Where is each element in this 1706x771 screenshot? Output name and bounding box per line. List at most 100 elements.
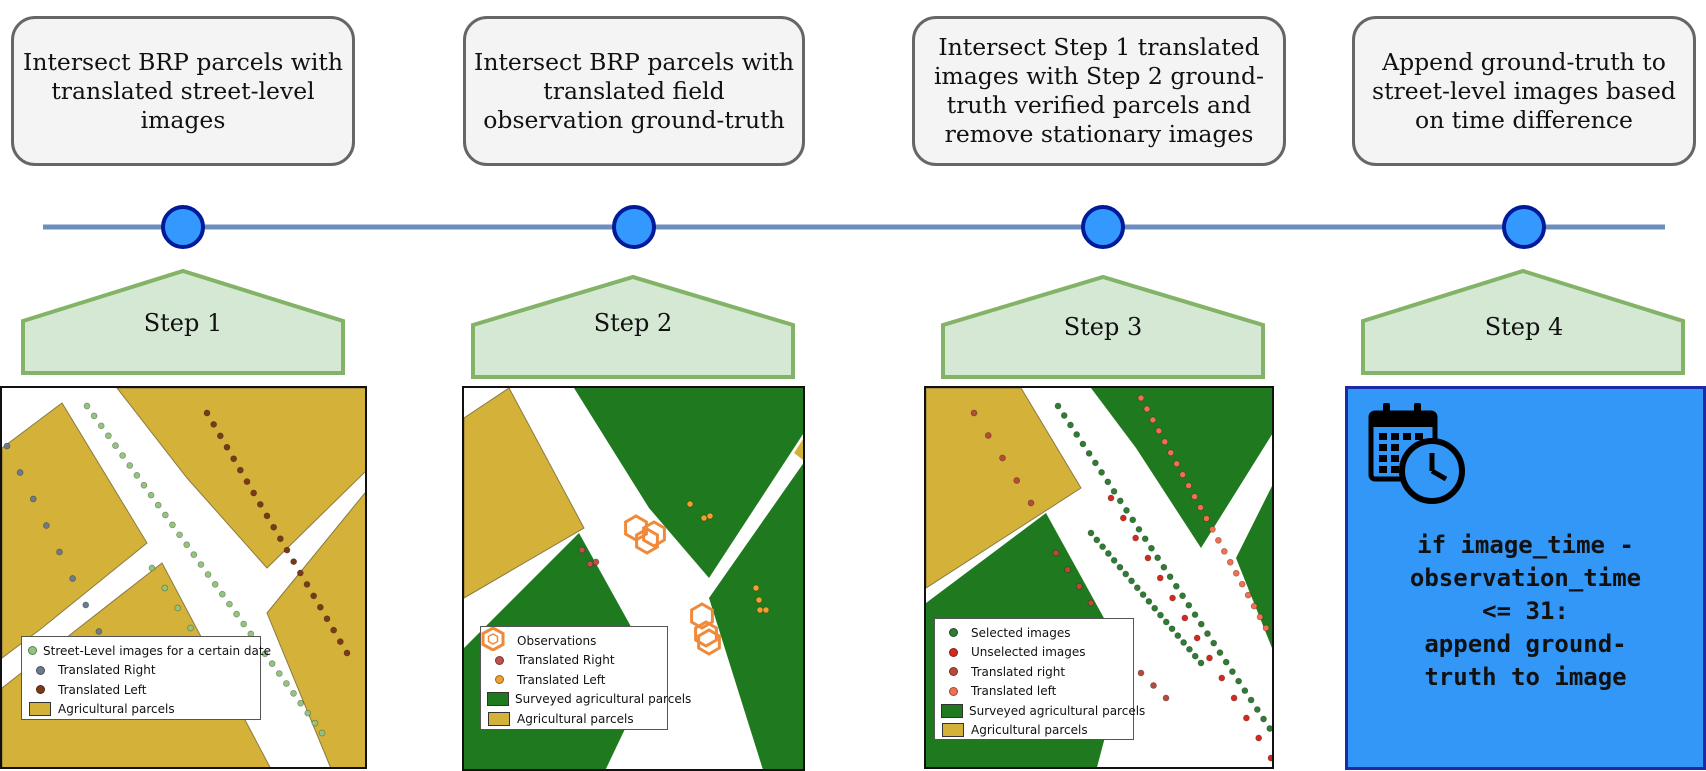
map-point: [240, 620, 248, 628]
map-point: [1098, 469, 1105, 476]
step-3-label: Step 3: [1063, 313, 1143, 341]
map-point: [82, 601, 90, 609]
timeline: [21, 205, 1685, 379]
map-point: [154, 501, 162, 509]
legend-symbol: [28, 685, 52, 695]
map-point: [283, 546, 291, 554]
map-point: [261, 650, 269, 658]
map-point: [1119, 514, 1127, 522]
map-point: [1110, 488, 1118, 495]
map-point: [95, 628, 103, 635]
map-point: [83, 402, 91, 410]
map-point: [1093, 536, 1101, 544]
observation-marker: [697, 628, 721, 656]
map-point: [762, 606, 770, 614]
legend-label: Selected images: [971, 625, 1071, 640]
map-point: [56, 548, 63, 556]
map-point: [1229, 668, 1236, 675]
legend-symbol: [28, 702, 52, 717]
map-point: [1216, 649, 1224, 656]
map-point: [290, 558, 298, 565]
map-point: [1193, 634, 1201, 642]
map-point: [1197, 659, 1205, 667]
map-point: [1027, 499, 1035, 507]
map-point: [112, 442, 119, 449]
map-point: [1255, 734, 1263, 742]
legend-label: Street-Level images for a certain date: [43, 643, 271, 658]
map-point: [1135, 525, 1143, 533]
map-point: [230, 455, 238, 463]
map-point: [126, 462, 134, 469]
map-point: [1052, 549, 1060, 557]
map-point: [1133, 584, 1141, 592]
map-point: [147, 491, 155, 499]
map-point: [256, 501, 264, 508]
map-point: [1137, 669, 1145, 677]
map-point: [1238, 580, 1246, 588]
map-point: [1143, 405, 1151, 413]
legend-symbol: [941, 647, 965, 657]
map-point: [1060, 412, 1068, 419]
map-point: [1218, 674, 1226, 682]
map-point: [1247, 696, 1255, 704]
legend-label: Unselected images: [971, 645, 1086, 660]
map-point: [586, 560, 594, 568]
map-point: [176, 531, 183, 539]
legend-item: Observations: [481, 627, 661, 651]
map-point: [290, 690, 297, 697]
map-point: [755, 596, 763, 604]
map-point: [43, 522, 50, 529]
map-point: [311, 719, 319, 727]
map-point: [1250, 602, 1258, 610]
step-4-label: Step 4: [1484, 313, 1564, 341]
map-point: [1209, 526, 1216, 533]
map-point: [1099, 543, 1106, 551]
map-point: [1144, 554, 1152, 562]
map-point: [1179, 471, 1187, 479]
map-point: [1168, 625, 1176, 633]
map-point: [1141, 535, 1149, 543]
map-point: [1157, 611, 1164, 619]
legend-label: Agricultural parcels: [517, 711, 634, 726]
map-point: [1180, 639, 1187, 646]
legend-item: Surveyed agricultural parcels: [487, 690, 691, 710]
map-point: [218, 590, 226, 598]
map-point: [1107, 494, 1115, 502]
map-point: [1064, 566, 1072, 574]
map-point: [1013, 477, 1021, 484]
map-point: [1215, 537, 1222, 544]
map-point: [303, 581, 311, 588]
map-point: [1197, 620, 1205, 628]
map-point: [1067, 421, 1074, 429]
map-point: [1166, 573, 1174, 581]
map-point: [1185, 482, 1192, 489]
timeline-node-2: [612, 205, 656, 249]
map-point: [310, 592, 318, 600]
map-point: [133, 472, 141, 479]
map-point: [700, 514, 708, 522]
map-point: [1129, 516, 1137, 524]
legend-label: Observations: [517, 633, 597, 648]
map-point: [1210, 639, 1218, 647]
map-point: [1161, 438, 1169, 446]
legend-symbol: [28, 646, 37, 656]
step-2-shape: [471, 274, 795, 379]
map-point: [1156, 574, 1164, 582]
calendar-clock-icon: [1368, 403, 1465, 504]
legend-item: Agricultural parcels: [28, 700, 254, 720]
map-point: [1244, 591, 1252, 599]
map-point: [1191, 652, 1199, 660]
map-point: [343, 649, 351, 657]
map-point: [304, 709, 312, 717]
map-point: [283, 680, 290, 687]
legend-label: Translated right: [971, 664, 1066, 679]
map-point: [686, 500, 694, 508]
map-point: [1174, 632, 1182, 639]
legend-symbol: [941, 703, 963, 718]
map-point: [1150, 682, 1157, 689]
map-point: [1172, 582, 1180, 590]
map-point: [1181, 614, 1189, 622]
